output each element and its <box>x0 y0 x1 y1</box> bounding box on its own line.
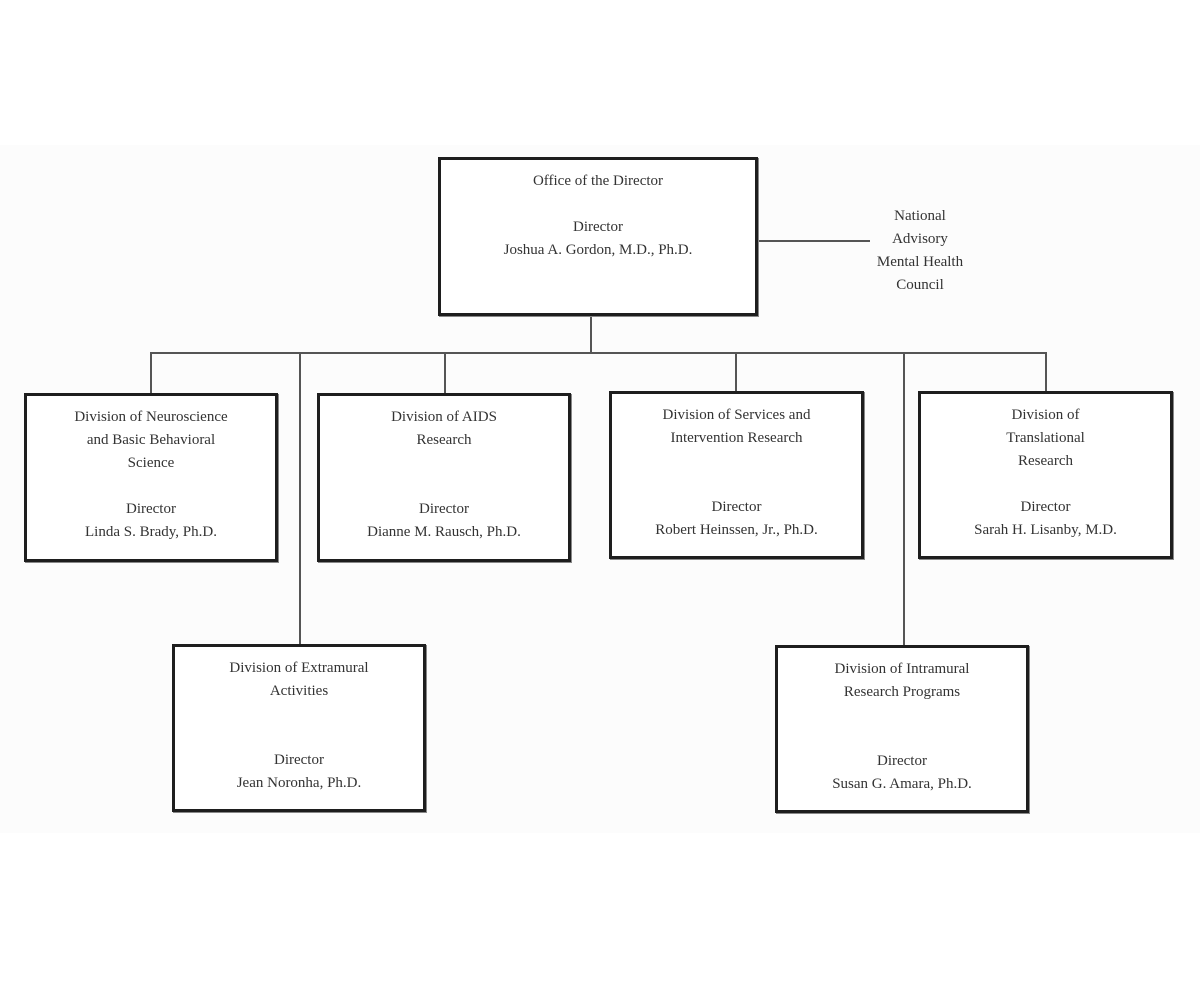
box-title: Director <box>1020 499 1071 515</box>
connector-drop-long <box>299 352 301 645</box>
box-title: Director <box>419 501 469 517</box>
box-name: Division of Intramural Research Programs <box>834 661 970 700</box>
box-name: Division of Translational Research <box>1006 407 1085 469</box>
connector-director-trunk <box>590 315 592 354</box>
box-title: Director <box>877 753 927 769</box>
connector-council <box>757 240 870 242</box>
connector-drop <box>150 352 152 394</box>
connector-drop <box>735 352 737 392</box>
division-box: Division of Intramural Research Programs… <box>775 645 1029 813</box>
box-name: Office of the Director <box>532 173 664 189</box>
division-box: Division of Neuroscience and Basic Behav… <box>24 393 278 562</box>
connector-drop <box>444 352 446 394</box>
box-person: Jean Noronha, Ph.D. <box>236 775 362 791</box>
box-name: Division of Services and Intervention Re… <box>662 407 811 446</box>
box-person: Linda S. Brady, Ph.D. <box>85 524 217 540</box>
box-name: Division of AIDS Research <box>391 409 497 448</box>
division-box: Division of Extramural Activities Direct… <box>172 644 426 812</box>
box-title: Director <box>711 499 762 515</box>
box-person: Sarah H. Lisanby, M.D. <box>974 522 1117 538</box>
box-title: Director <box>274 752 324 768</box>
box-person: Dianne M. Rausch, Ph.D. <box>367 524 521 540</box>
box-name: Division of Neuroscience and Basic Behav… <box>74 409 228 471</box>
box-title: Director <box>573 219 623 235</box>
division-box: Division of Services and Intervention Re… <box>609 391 864 559</box>
connector-drop <box>1045 352 1047 392</box>
connector-horizontal-bus <box>150 352 1047 354</box>
connector-drop-long <box>903 352 905 646</box>
division-box: Division of Translational Research Direc… <box>918 391 1173 559</box>
box-person: Joshua A. Gordon, M.D., Ph.D. <box>503 242 693 258</box>
division-box: Division of AIDS Research Director Diann… <box>317 393 571 562</box>
box-name: Division of Extramural Activities <box>229 660 369 699</box>
box-title: Director <box>126 501 176 517</box>
office-of-director-box: Office of the Director Director Joshua A… <box>438 157 758 316</box>
advisory-council-label: National Advisory Mental Health Council <box>876 208 964 293</box>
box-person: Robert Heinssen, Jr., Ph.D. <box>655 522 818 538</box>
box-person: Susan G. Amara, Ph.D. <box>832 776 972 792</box>
